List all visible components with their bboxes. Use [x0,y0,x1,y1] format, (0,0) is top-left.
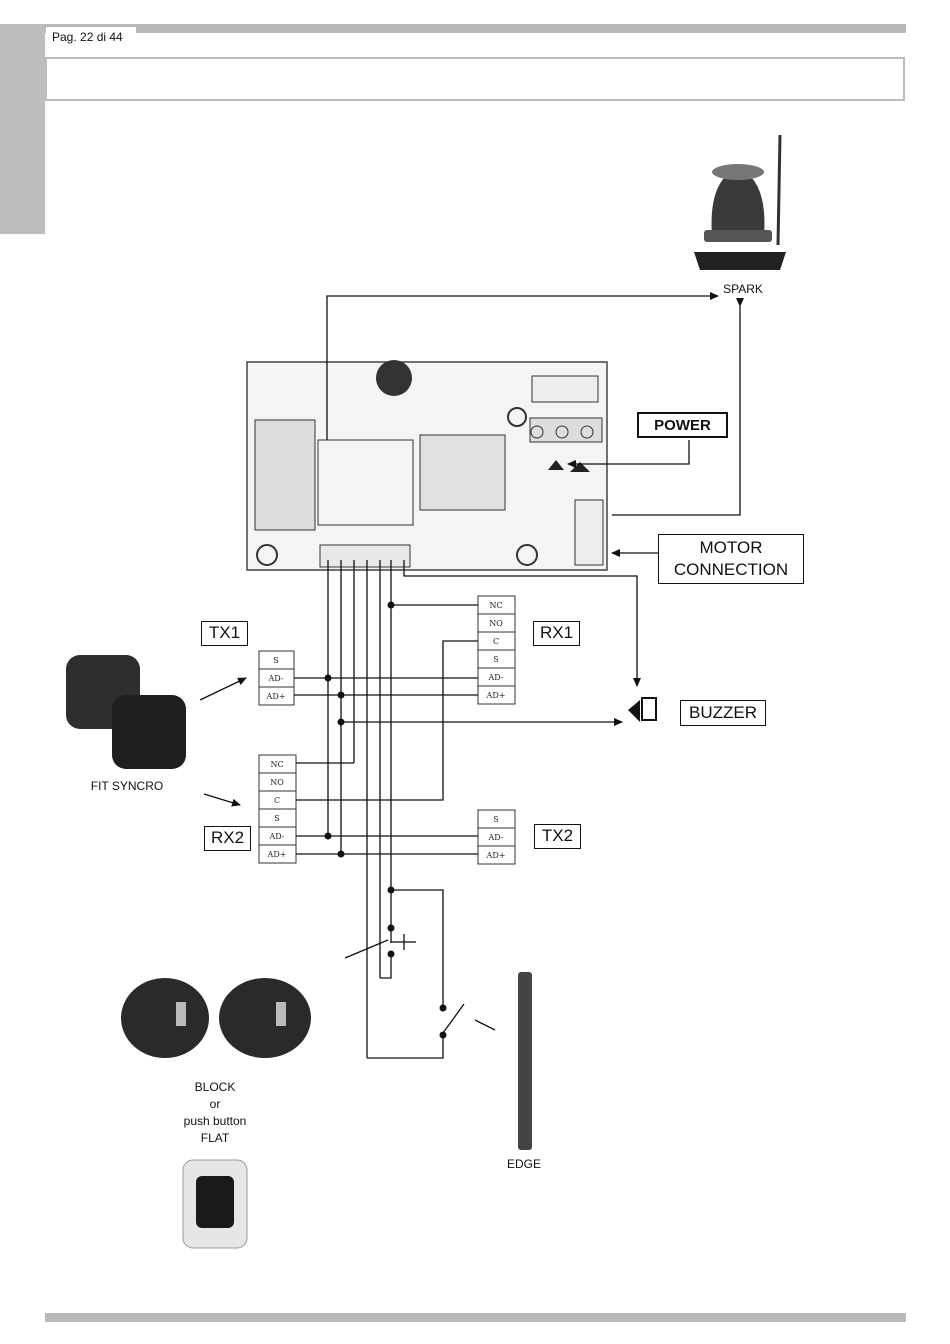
block-label-line2: or [170,1096,260,1113]
safety-edge-image [518,972,532,1150]
rx1-label: RX1 [533,621,580,646]
block-label: BLOCK or push button FLAT [170,1079,260,1147]
block-label-line3: push button [170,1113,260,1130]
rx2-label: RX2 [204,826,251,851]
rx1-terminal-s: S [493,655,498,664]
edge-label: EDGE [500,1157,548,1171]
rx2-terminal-block [259,755,296,863]
spark-label: SPARK [718,282,768,296]
tx2-label: TX2 [534,824,581,849]
rx1-terminal-no: NO [489,619,503,628]
rx1-terminal-c: C [493,637,499,646]
tx1-terminal-ad-minus: AD- [267,674,283,683]
buzzer-label: BUZZER [680,700,766,726]
rx2-terminal-ad-plus: AD+ [267,850,287,859]
tx1-terminal-ad-plus: AD+ [266,692,286,701]
tx2-terminal-ad-minus: AD- [487,833,503,842]
rx2-terminal-ad-minus: AD- [268,832,284,841]
rx2-terminal-c: C [274,796,280,805]
junction-dots [325,602,447,1039]
block-label-line1: BLOCK [170,1079,260,1096]
motor-connection-label: MOTOR CONNECTION [658,534,804,584]
rx1-terminal-nc: NC [489,601,502,610]
motor-label-line1: MOTOR [659,537,803,559]
rx1-terminal-block [478,596,515,704]
rx1-terminal-ad-plus: AD+ [486,691,506,700]
rx2-terminal-nc: NC [270,760,283,769]
fit-syncro-image [66,655,186,769]
control-board [247,360,607,570]
tx2-terminal-s: S [493,815,498,824]
tx2-terminal-ad-plus: AD+ [486,851,506,860]
spark-lamp-image [694,135,786,270]
block-selector-image [121,978,311,1058]
power-label: POWER [637,412,728,438]
motor-label-line2: CONNECTION [659,559,803,581]
flat-push-button-image [183,1160,247,1248]
buzzer-symbol [628,698,656,722]
tx1-label: TX1 [201,621,248,646]
rx2-terminal-no: NO [270,778,284,787]
rx2-terminal-s: S [274,814,279,823]
block-label-line4: FLAT [170,1130,260,1147]
rx1-terminal-ad-minus: AD- [487,673,503,682]
tx1-terminal-s: S [273,656,278,665]
fit-syncro-label: FIT SYNCRO [82,779,172,793]
